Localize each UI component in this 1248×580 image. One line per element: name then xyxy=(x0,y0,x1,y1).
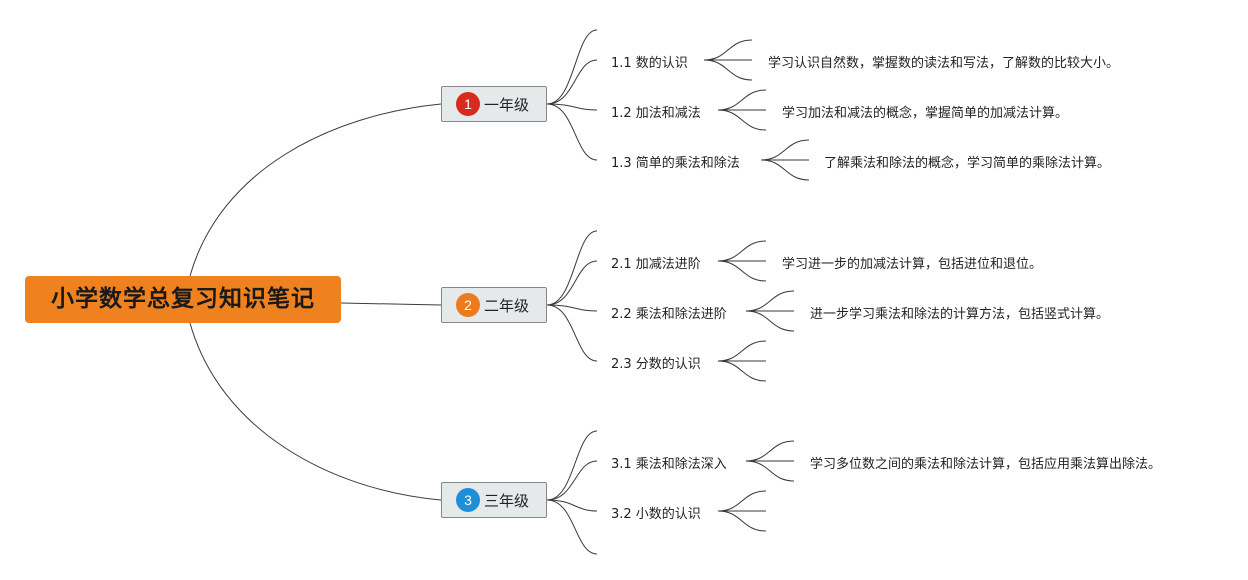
root-node[interactable]: 小学数学总复习知识笔记 xyxy=(25,276,341,323)
grade-label: 二年级 xyxy=(484,296,530,315)
topic-node-2-3[interactable]: 2.3 分数的认识 xyxy=(611,357,701,372)
topic-desc-3-1[interactable]: 学习多位数之间的乘法和除法计算，包括应用乘法算出除法。 xyxy=(810,457,1162,472)
topic-node-3-1[interactable]: 3.1 乘法和除法深入 xyxy=(611,457,727,472)
connector-root-grade-1 xyxy=(189,103,442,277)
topic-desc-2-1[interactable]: 学习进一步的加减法计算，包括进位和退位。 xyxy=(782,257,1043,272)
topic-node-3-2[interactable]: 3.2 小数的认识 xyxy=(611,507,701,522)
topic-node-2-2[interactable]: 2.2 乘法和除法进阶 xyxy=(611,307,727,322)
topic-desc-1-3[interactable]: 了解乘法和除法的概念，学习简单的乘除法计算。 xyxy=(824,156,1111,171)
grade-label: 三年级 xyxy=(484,491,530,510)
grade-node-1[interactable]: 1 一年级 xyxy=(441,86,547,122)
connector-root-grade-2 xyxy=(340,302,442,306)
topic-node-2-1[interactable]: 2.1 加减法进阶 xyxy=(611,257,701,272)
topic-node-1-3[interactable]: 1.3 简单的乘法和除法 xyxy=(611,156,740,171)
number-badge-icon: 3 xyxy=(456,488,480,512)
number-badge-icon: 2 xyxy=(456,293,480,317)
number-badge-icon: 1 xyxy=(456,92,480,116)
grade-node-3[interactable]: 3 三年级 xyxy=(441,482,547,518)
topic-desc-2-2[interactable]: 进一步学习乘法和除法的计算方法，包括竖式计算。 xyxy=(810,307,1110,322)
topic-desc-1-2[interactable]: 学习加法和减法的概念，掌握简单的加减法计算。 xyxy=(782,106,1069,121)
grade-label: 一年级 xyxy=(484,95,530,114)
grade-node-2[interactable]: 2 二年级 xyxy=(441,287,547,323)
topic-node-1-1[interactable]: 1.1 数的认识 xyxy=(611,56,688,71)
connector-root-grade-3 xyxy=(189,322,442,501)
topic-desc-1-1[interactable]: 学习认识自然数，掌握数的读法和写法，了解数的比较大小。 xyxy=(768,56,1120,71)
topic-node-1-2[interactable]: 1.2 加法和减法 xyxy=(611,106,701,121)
